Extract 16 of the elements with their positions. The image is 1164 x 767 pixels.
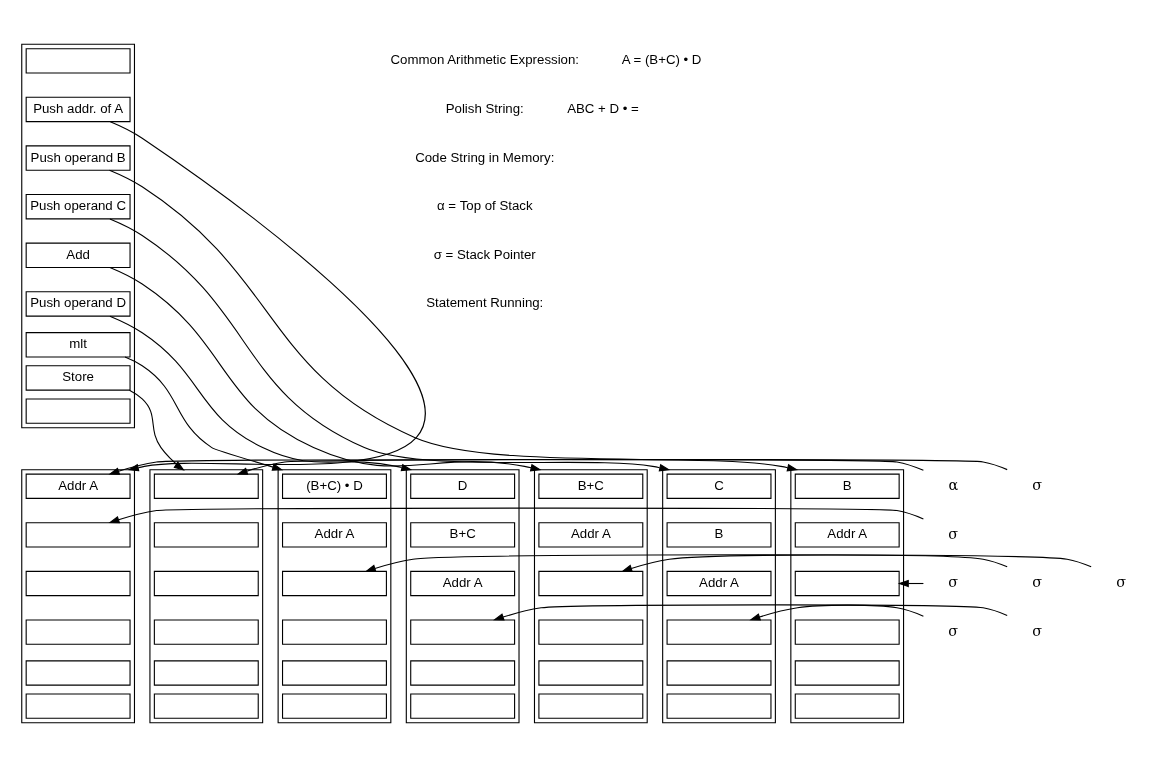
label: α = Top of Stack <box>436 198 533 214</box>
node-text: α <box>948 477 959 494</box>
node-text: σ <box>1116 574 1127 591</box>
label: A = (B+C) • D <box>621 52 702 68</box>
label: Polish String: <box>445 100 524 116</box>
label: Code String in Memory: <box>415 149 555 165</box>
node-text: σ <box>1032 574 1043 591</box>
node-text: σ <box>948 622 959 639</box>
node-text: σ <box>948 525 959 542</box>
node-text: σ <box>1032 477 1043 494</box>
label: Common Arithmetic Expression: <box>390 52 580 68</box>
label: Statement Running: <box>426 295 544 311</box>
node-text: σ <box>948 574 959 591</box>
label: σ = Stack Pointer <box>433 246 536 262</box>
node-text: σ <box>1032 622 1043 639</box>
label: ABC + D • = <box>567 100 639 116</box>
